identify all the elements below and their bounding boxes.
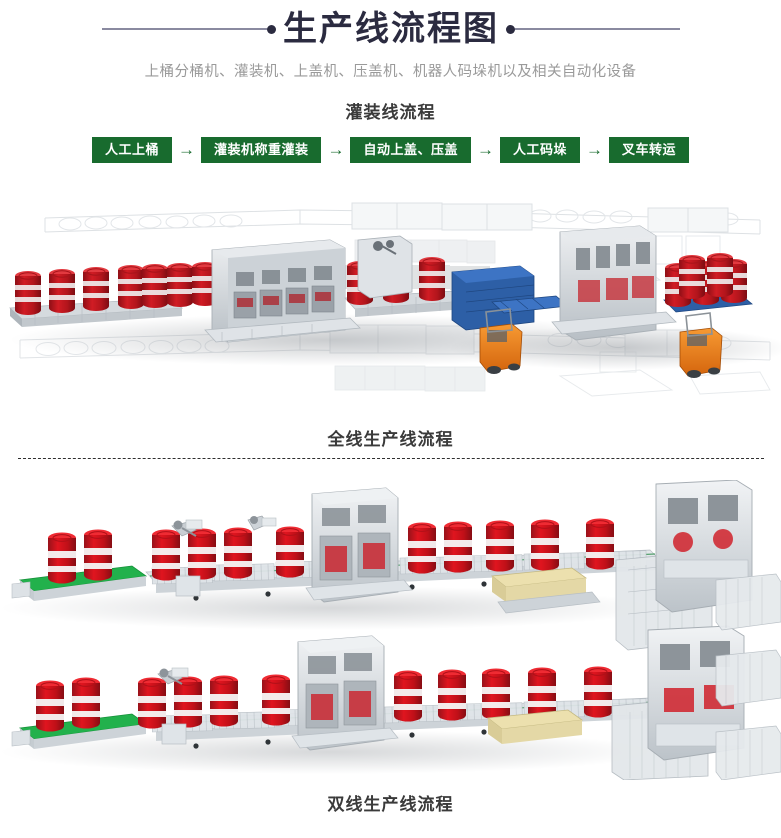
page-title-row: 生产线流程图: [0, 4, 781, 54]
title-dot-right-icon: [506, 24, 515, 34]
pallet-row-upper: [490, 567, 601, 614]
flow-arrow-2-icon: →: [327, 140, 345, 159]
filling-cabinet-upper: [305, 487, 413, 603]
palletizer-robot: [551, 225, 677, 341]
page-subtitle: 上桶分桶机、灌装机、上盖机、压盖机、机器人码垛机以及相关自动化设备: [144, 64, 637, 80]
forklift-left: [479, 308, 523, 374]
flow-arrow-3-icon: →: [477, 140, 494, 159]
forklift-right: [679, 312, 723, 378]
capper-arm-upper: [171, 519, 203, 597]
flow-step-2[interactable]: 灌装机称重灌装: [200, 137, 322, 163]
flow-step-5[interactable]: 叉车转运: [609, 137, 690, 163]
title-dot-left-icon: [267, 24, 276, 34]
flow-step-3[interactable]: 自动上盖、压盖: [350, 137, 471, 163]
outfeed-racks-right: [715, 573, 781, 780]
flow-step-4[interactable]: 人工码垛: [500, 137, 581, 163]
sensor-post-upper: [247, 515, 277, 531]
double-line-render: [0, 480, 781, 780]
pallet-row-lower: [486, 709, 584, 744]
illustration-full-line: [0, 180, 781, 420]
title-rule-right: [515, 28, 680, 30]
flow-step-list: 人工上桶 → 灌装机称重灌装 → 自动上盖、压盖 → 人工码垛 → 叉车转运: [0, 137, 781, 163]
flow-step-1[interactable]: 人工上桶: [91, 137, 172, 163]
capper-arm-lower: [157, 667, 189, 745]
caption-full-line: 全线生产线流程: [327, 430, 454, 449]
drum-pallet-right: [663, 252, 753, 313]
caption-double-line: 双线生产线流程: [327, 795, 454, 814]
capping-module: [357, 235, 413, 299]
flow-arrow-4-icon: →: [586, 140, 604, 159]
page-title: 生产线流程图: [283, 10, 499, 48]
full-line-render: [9, 202, 781, 397]
flow-arrow-1-icon: →: [177, 140, 195, 159]
pallet-stack-blue: [451, 265, 535, 331]
section-heading-filling-line: 灌装线流程: [345, 103, 436, 122]
illustration-double-line: [0, 480, 781, 780]
line-lower: [11, 625, 745, 780]
title-rule-left: [102, 28, 267, 30]
filling-cabinet-lower: [291, 635, 399, 751]
filling-machine: [204, 239, 361, 343]
section-divider: [18, 458, 764, 459]
